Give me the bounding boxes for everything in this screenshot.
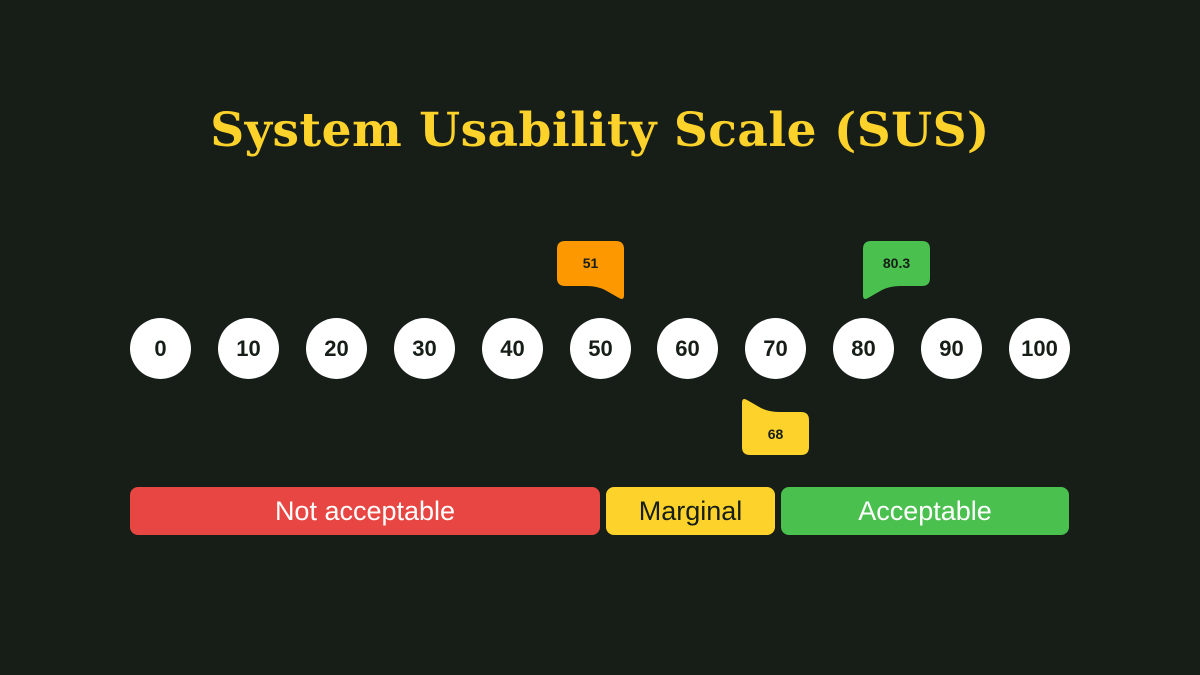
tick-0: 0 (130, 318, 191, 379)
page-title: System Usability Scale (SUS) (210, 103, 990, 158)
callout-bubble-icon (742, 399, 809, 455)
callout-label: 51 (582, 255, 599, 271)
callout-label: 80.3 (882, 255, 911, 271)
callout-bubble-icon (863, 241, 930, 299)
callout-label: 68 (767, 426, 784, 442)
tick-90: 90 (921, 318, 982, 379)
tick-100: 100 (1009, 318, 1070, 379)
callout-80-3: 80.3 (863, 241, 930, 301)
tick-40: 40 (482, 318, 543, 379)
band-marginal: Marginal (606, 487, 775, 535)
tick-30: 30 (394, 318, 455, 379)
band-acceptable: Acceptable (781, 487, 1069, 535)
callout-68: 68 (742, 397, 809, 457)
callout-bubble-icon (557, 241, 624, 299)
tick-60: 60 (657, 318, 718, 379)
callout-51: 51 (557, 241, 624, 301)
tick-50: 50 (570, 318, 631, 379)
band-not-acceptable: Not acceptable (130, 487, 600, 535)
tick-20: 20 (306, 318, 367, 379)
tick-70: 70 (745, 318, 806, 379)
tick-80: 80 (833, 318, 894, 379)
tick-10: 10 (218, 318, 279, 379)
